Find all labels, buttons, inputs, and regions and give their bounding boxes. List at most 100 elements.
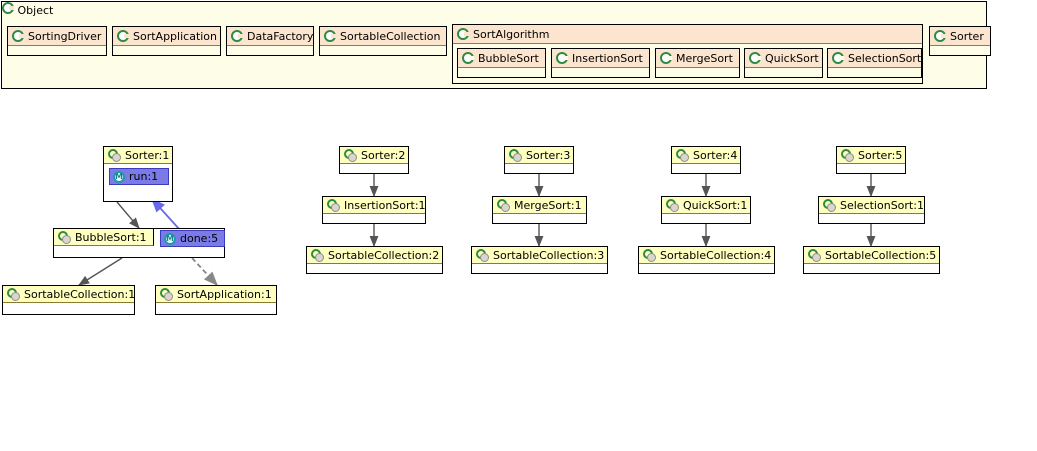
object-node-sorter2[interactable]: Sorter:2 [339, 146, 409, 174]
object-icon [311, 248, 324, 262]
object-node-body: M run:1 [104, 164, 172, 201]
object-node-label: SortableCollection:4 [660, 248, 772, 262]
method-icon: M [113, 170, 125, 183]
object-node-title[interactable]: BubbleSort:1 [54, 229, 154, 246]
object-node-label: SortApplication:1 [177, 287, 272, 301]
class-node-object-header[interactable]: Object [2, 2, 986, 17]
class-node-label: DataFactory [247, 29, 314, 43]
object-node-title[interactable]: SortableCollection:1 [3, 286, 136, 303]
class-node-header[interactable]: MergeSort [656, 49, 739, 68]
class-node-selectionsort[interactable]: SelectionSort [827, 48, 922, 78]
object-node-label: Sorter:1 [125, 148, 170, 162]
object-icon [160, 287, 173, 301]
object-node-sortablecollection3[interactable]: SortableCollection:3 [471, 246, 608, 274]
object-node-label: Sorter:2 [361, 148, 406, 162]
object-node-quicksort1[interactable]: QuickSort:1 [661, 196, 751, 224]
object-node-title[interactable]: Sorter:4 [672, 147, 740, 164]
method-done5[interactable]: M done:5 [160, 230, 225, 247]
object-icon [327, 198, 340, 212]
object-icon [108, 148, 121, 162]
object-node-sortablecollection4[interactable]: SortableCollection:4 [638, 246, 775, 274]
class-node-header[interactable]: Sorter [930, 27, 990, 46]
class-node-header[interactable]: SortAlgorithm [453, 25, 922, 44]
class-node-mergesort[interactable]: MergeSort [655, 48, 740, 78]
object-node-title[interactable]: Sorter:1 [104, 147, 172, 164]
object-icon [7, 287, 20, 301]
class-node-label: SortAlgorithm [473, 27, 550, 41]
object-icon [643, 248, 656, 262]
object-node-label: BubbleSort:1 [75, 230, 147, 244]
object-icon [509, 148, 522, 162]
object-node-body [672, 164, 740, 173]
object-node-body [323, 214, 425, 223]
object-node-sortapplication1[interactable]: SortApplication:1 [155, 285, 277, 315]
class-icon [12, 30, 24, 42]
object-node-sorter3[interactable]: Sorter:3 [504, 146, 574, 174]
object-node-title[interactable]: SortableCollection:4 [639, 247, 774, 264]
object-node-row: BubbleSort:1 M done:5 [54, 229, 225, 257]
object-node-label: SortableCollection:1 [24, 287, 136, 301]
class-node-sorter[interactable]: Sorter [929, 26, 991, 56]
object-node-insertionsort1[interactable]: InsertionSort:1 [322, 196, 426, 224]
object-node-body [472, 264, 607, 273]
class-node-header[interactable]: SortableCollection [320, 27, 446, 46]
object-node-title[interactable]: Sorter:5 [837, 147, 905, 164]
class-node-body [458, 68, 545, 77]
object-node-title[interactable]: SortableCollection:5 [804, 247, 939, 264]
object-node-sorter4[interactable]: Sorter:4 [671, 146, 741, 174]
class-icon [457, 28, 469, 40]
class-node-label: SelectionSort [848, 51, 922, 65]
object-node-sortablecollection2[interactable]: SortableCollection:2 [306, 246, 443, 274]
class-node-sortapplication[interactable]: SortApplication [112, 26, 221, 56]
class-node-sortingdriver[interactable]: SortingDriver [7, 26, 107, 56]
object-node-mergesort1[interactable]: MergeSort:1 [492, 196, 587, 224]
object-node-bubblesort1[interactable]: BubbleSort:1 M done:5 [53, 228, 225, 258]
object-node-sortablecollection1[interactable]: SortableCollection:1 [2, 285, 135, 315]
class-node-insertionsort[interactable]: InsertionSort [551, 48, 650, 78]
method-run1[interactable]: M run:1 [109, 168, 169, 185]
class-node-header[interactable]: QuickSort [745, 49, 822, 68]
edge-done5-sortapplication1 [191, 257, 218, 287]
class-icon [117, 30, 129, 42]
class-node-header[interactable]: BubbleSort [458, 49, 545, 68]
object-node-title[interactable]: InsertionSort:1 [323, 197, 426, 214]
object-node-title[interactable]: SortableCollection:3 [472, 247, 607, 264]
object-node-body [340, 164, 408, 173]
class-node-quicksort[interactable]: QuickSort [744, 48, 823, 78]
method-icon: M [164, 232, 176, 245]
object-node-title[interactable]: QuickSort:1 [662, 197, 750, 214]
class-icon [832, 52, 844, 64]
edge-bubblesort1-sortablecollection1 [78, 257, 123, 286]
object-node-sorter1[interactable]: Sorter:1 M run:1 [103, 146, 173, 202]
class-icon [462, 52, 474, 64]
object-node-title[interactable]: SortableCollection:2 [307, 247, 442, 264]
object-node-sorter5[interactable]: Sorter:5 [836, 146, 906, 174]
object-icon [823, 198, 836, 212]
object-node-sortablecollection5[interactable]: SortableCollection:5 [803, 246, 940, 274]
object-node-title[interactable]: Sorter:3 [505, 147, 573, 164]
class-node-body [930, 46, 990, 55]
object-node-title[interactable]: SortApplication:1 [156, 286, 276, 303]
object-node-title[interactable]: Sorter:2 [340, 147, 408, 164]
object-node-label: MergeSort:1 [514, 198, 582, 212]
object-node-body [307, 264, 442, 273]
class-node-header[interactable]: DataFactory [227, 27, 313, 46]
object-node-body [505, 164, 573, 173]
class-hierarchy-panel: Object SortingDriver SortApplication Dat… [1, 1, 991, 89]
class-node-body [656, 68, 739, 77]
class-node-label: MergeSort [676, 51, 733, 65]
class-node-header[interactable]: SelectionSort [828, 49, 921, 68]
class-node-header[interactable]: InsertionSort [552, 49, 649, 68]
object-node-body [662, 214, 750, 223]
class-node-sortalgorithm[interactable]: SortAlgorithm BubbleSort InsertionSort [452, 24, 923, 84]
class-node-header[interactable]: SortApplication [113, 27, 220, 46]
object-node-title[interactable]: SelectionSort:1 [819, 197, 924, 214]
object-node-title[interactable]: MergeSort:1 [493, 197, 586, 214]
class-node-bubblesort[interactable]: BubbleSort [457, 48, 546, 78]
class-node-label: BubbleSort [478, 51, 539, 65]
class-node-header[interactable]: SortingDriver [8, 27, 106, 46]
object-node-selectionsort1[interactable]: SelectionSort:1 [818, 196, 925, 224]
class-node-sortablecollection[interactable]: SortableCollection [319, 26, 447, 56]
object-node-body [639, 264, 774, 273]
class-node-datafactory[interactable]: DataFactory [226, 26, 314, 56]
